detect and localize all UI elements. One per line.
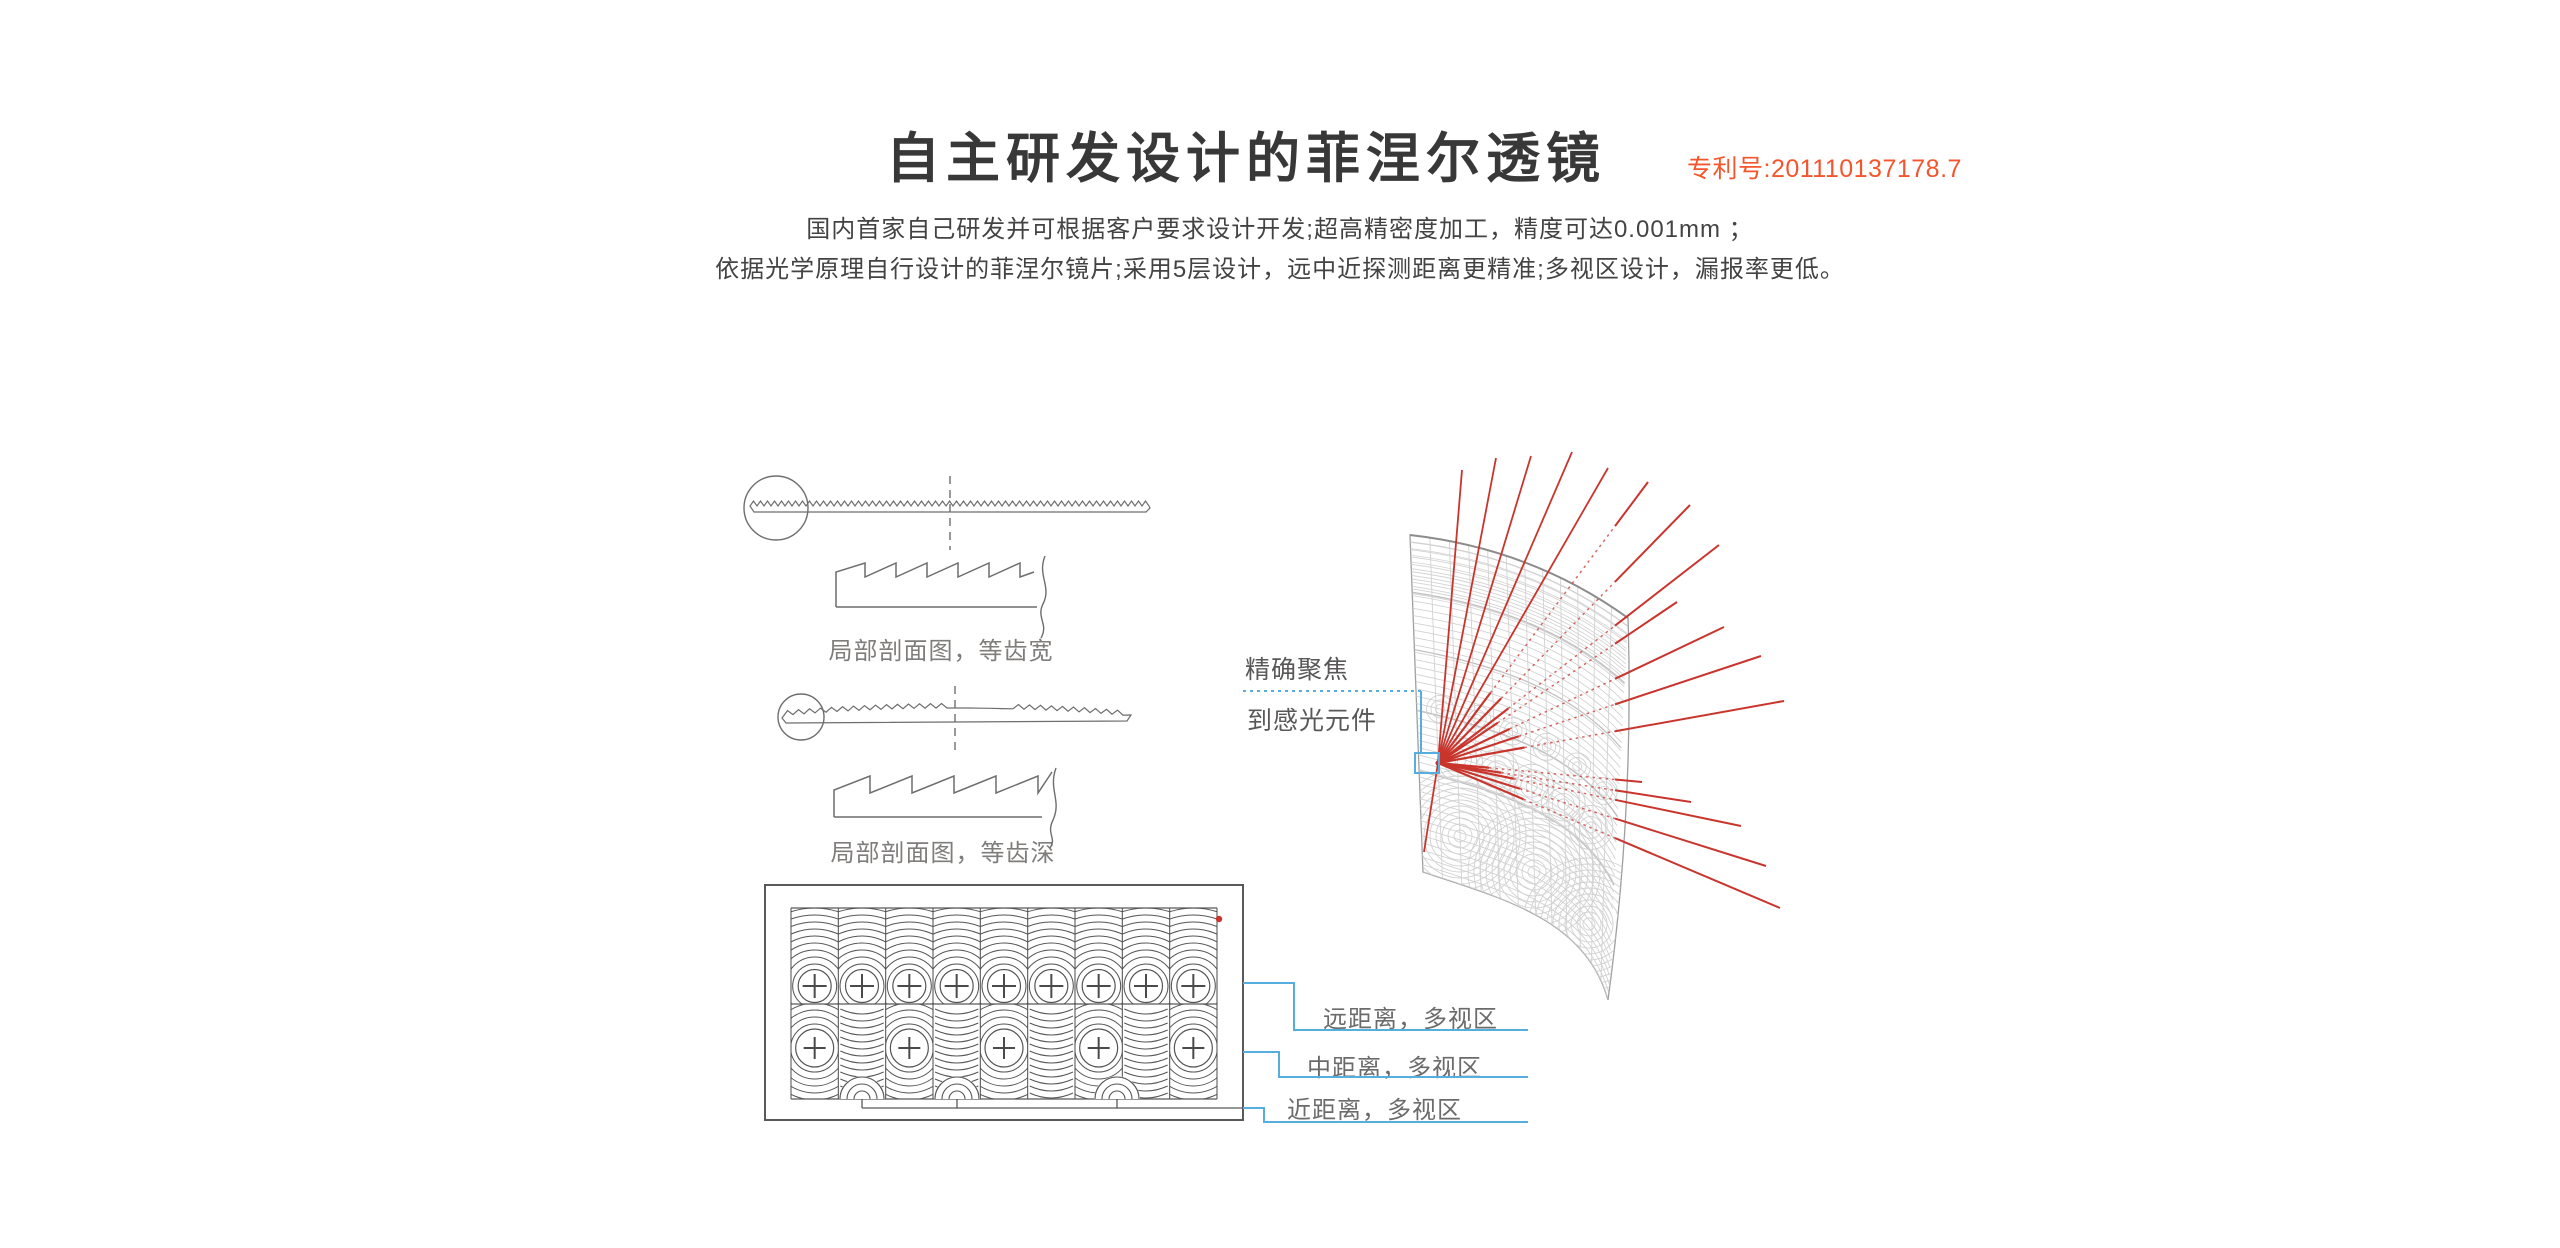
sawtooth-section-equal-width xyxy=(835,555,1047,639)
blue-leader-lines xyxy=(1243,690,1528,1123)
lens-profile-equal-depth-diagram xyxy=(777,686,1133,754)
patent-number: 专利号:201110137178.7 xyxy=(1687,155,1962,183)
page-title: 自主研发设计的菲涅尔透镜 xyxy=(886,129,1606,189)
zone-far-label: 远距离，多视区 xyxy=(1323,1006,1498,1033)
section-equal-tooth-width-label: 局部剖面图，等齿宽 xyxy=(828,638,1054,665)
description-line-2: 依据光学原理自行设计的菲涅尔镜片;采用5层设计，远中近探测距离更精准;多视区设计… xyxy=(715,256,1845,283)
focus-label-line1: 精确聚焦 xyxy=(1245,656,1350,684)
fresnel-lens-array-box xyxy=(764,884,1244,1121)
description-line-1: 国内首家自己研发并可根据客户要求设计开发;超高精密度加工，精度可达0.001mm… xyxy=(806,216,1754,243)
lens-profile-equal-width-diagram xyxy=(743,475,1151,550)
description: 国内首家自己研发并可根据客户要求设计开发;超高精密度加工，精度可达0.001mm… xyxy=(0,210,2560,290)
sawtooth-section-equal-depth xyxy=(833,767,1057,849)
section-equal-tooth-depth-label: 局部剖面图，等齿深 xyxy=(830,840,1056,867)
zone-near-label: 近距离，多视区 xyxy=(1287,1097,1462,1124)
focus-label-line2: 到感光元件 xyxy=(1247,707,1378,735)
curved-lens-sheet xyxy=(1409,534,1630,1001)
focus-ray-fan xyxy=(1423,451,1785,909)
